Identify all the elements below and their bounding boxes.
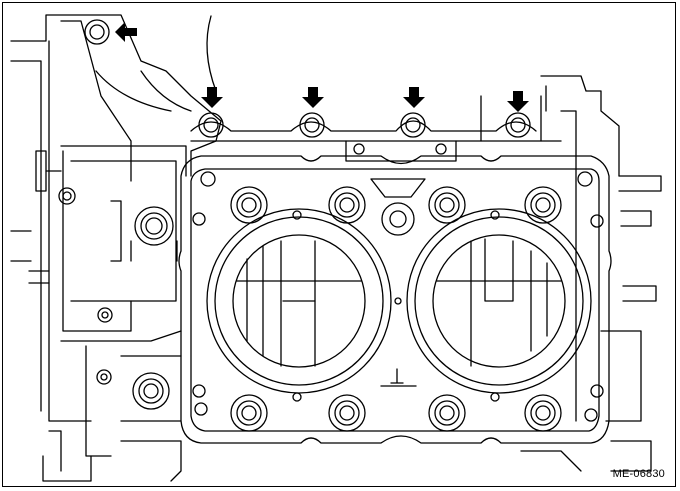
- upper-rail: [84, 15, 562, 162]
- callout-arrows: [115, 22, 529, 112]
- arrow-down-icon: [302, 87, 324, 108]
- head-gasket: [178, 155, 612, 444]
- arrow-down-icon: [201, 87, 223, 108]
- engine-block-right-side: [520, 75, 662, 472]
- arrow-down-icon: [403, 87, 425, 108]
- figure-frame: ME-06830: [2, 2, 676, 487]
- engine-block-drawing: [10, 14, 662, 482]
- arrow-down-icon: [507, 91, 529, 112]
- figure-id-label: ME-06830: [612, 468, 665, 480]
- arrow-left-icon: [115, 22, 137, 42]
- engine-block-left-side: [10, 14, 222, 482]
